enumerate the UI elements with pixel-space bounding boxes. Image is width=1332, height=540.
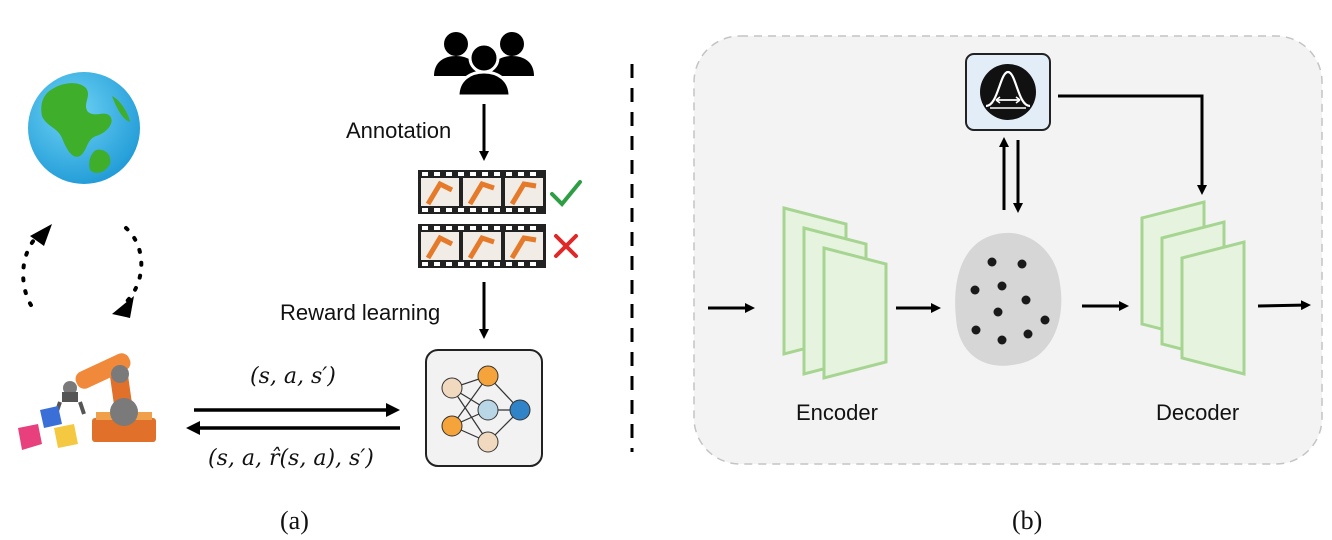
- globe-icon: [28, 72, 140, 184]
- output-arrow: [1257, 300, 1311, 311]
- encoder-label: Encoder: [796, 400, 878, 425]
- gaussian-distribution-icon: [965, 53, 1051, 131]
- decoder-block: [1140, 200, 1246, 376]
- annotation-label: Annotation: [346, 118, 452, 143]
- film-strip-bad: [418, 224, 546, 268]
- reward-learning-label: Reward learning: [280, 300, 441, 325]
- prior-to-decoder-arrow: [1058, 94, 1207, 195]
- people-group-icon: [434, 32, 534, 98]
- robot-arm-icon: [18, 353, 156, 450]
- decoder-label: Decoder: [1156, 400, 1240, 425]
- neural-network-icon: [425, 349, 543, 467]
- cross-icon: [554, 234, 578, 258]
- film-strip-good: [418, 170, 546, 214]
- caption-a: (a): [280, 506, 309, 535]
- forward-transition-label: (s, a, s′): [250, 364, 336, 389]
- check-icon: [550, 180, 582, 207]
- caption-b: (b): [1012, 506, 1043, 535]
- encoder-block: [782, 206, 888, 380]
- latent-cloud-icon: [955, 232, 1062, 366]
- backward-transition-label: (s, a, r̂(s, a), s′): [208, 446, 374, 471]
- interaction-cycle: [21, 224, 144, 318]
